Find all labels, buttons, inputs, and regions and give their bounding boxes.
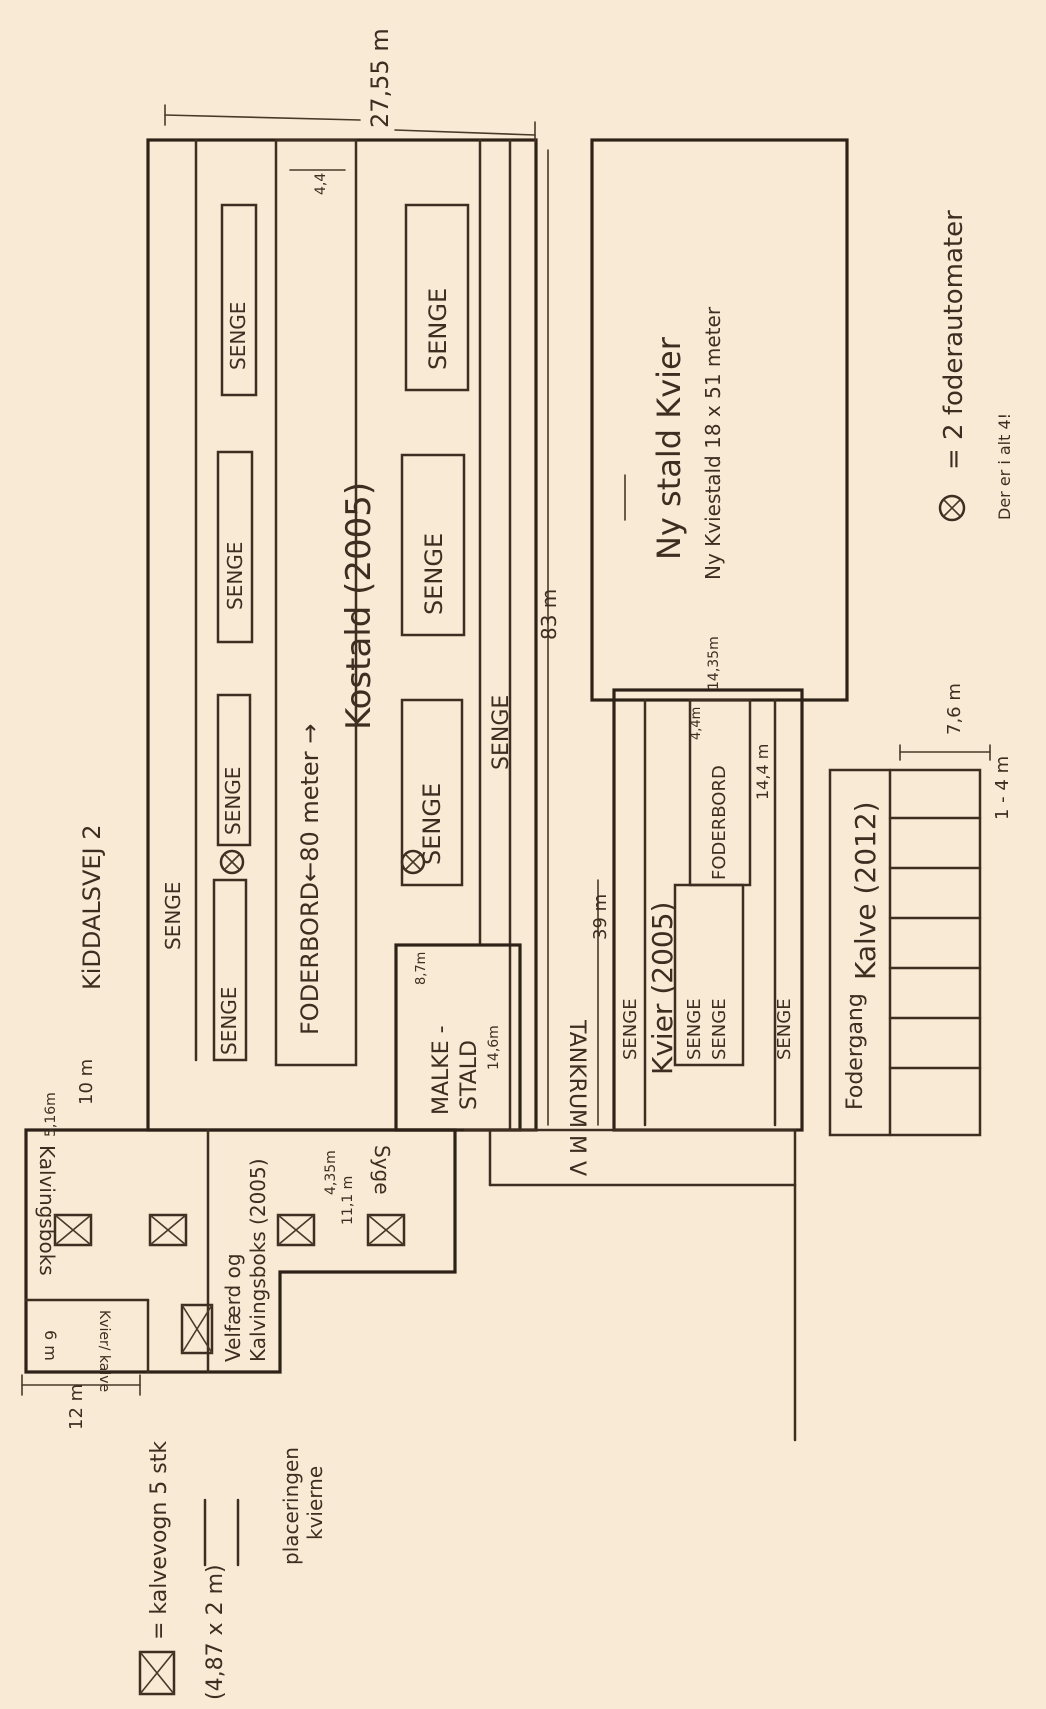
senge-label: SENGE [620, 998, 641, 1060]
senge-label: SENGE [418, 783, 446, 865]
malkestald-room [394, 943, 522, 1132]
senge-label: SENGE [226, 302, 250, 370]
legend-kalvevogn-size: (4,87 x 2 m) [203, 1564, 228, 1700]
dim-foder-4-4: 4,4 [313, 173, 329, 195]
legend-placering-2: kvierne [303, 1466, 327, 1540]
kvier-foderbord-dim: 14,4 m [753, 744, 772, 800]
legend-automat-note: Der er i alt 4! [995, 413, 1014, 520]
senge-label: SENGE [709, 998, 730, 1060]
malkestald-label-1: MALKE - [429, 1025, 454, 1115]
kostald-length-dim: 83 m [537, 589, 561, 640]
kostald-title: Kostald (2005) [339, 482, 379, 730]
kvier-feed-dim: 4,4m [689, 707, 704, 740]
senge-label: SENGE [684, 998, 705, 1060]
legend-automat-text: = 2 foderautomater [939, 210, 969, 470]
kvier-title: Kvier (2005) [646, 902, 679, 1075]
left-block [24, 1128, 457, 1374]
ny-stald-subtitle: Ny Kviestald 18 x 51 meter [701, 306, 725, 580]
kostald-foderbord-label: FODERBORD←80 meter → [296, 724, 324, 1035]
senge-label: SENGE [217, 987, 241, 1055]
senge-label: SENGE [420, 533, 448, 615]
velfaerd-label-1: Velfærd og [221, 1253, 245, 1362]
kalvevogn-box [276, 1213, 316, 1247]
kalvingsboks-dim: 5,16m [43, 1092, 59, 1137]
tankrum-area [463, 1128, 797, 1442]
kvier-kalve-label: Kvier/ kalve [96, 1310, 112, 1392]
malkestald-depth-dim: 8,7m [414, 952, 429, 985]
senge-label: SENGE [221, 767, 245, 835]
kvier-building [612, 688, 804, 1132]
senge-label: SENGE [161, 882, 185, 950]
foderautomat-icon [219, 849, 245, 875]
kalve-fodergang-label: Fodergang [843, 993, 868, 1110]
kalve-building [828, 744, 991, 1137]
senge-label: SENGE [223, 542, 247, 610]
kalve-length-dim: 7,6 m [944, 683, 965, 735]
dim-12m: 12 m [66, 1384, 87, 1430]
kvier-length-dim: 39 m [590, 894, 611, 940]
kvier-foderbord-label: FODERBORD [709, 765, 730, 880]
road-label: KiDDALSVEJ 2 [78, 824, 106, 990]
kvier-kalve-dim: 6 m [41, 1330, 60, 1361]
velfaerd-dim: 11,1 m [340, 1176, 356, 1225]
foderautomat-icon [400, 849, 426, 875]
malkestald-width-dim: 14,6m [486, 1025, 502, 1070]
legend-automat-icon [938, 494, 966, 522]
dim-kostald-width: 27,55 m [366, 28, 394, 128]
senge-label: SENGE [774, 998, 795, 1060]
legend-placering-1: placeringen [279, 1447, 303, 1565]
kalvevogn-box [366, 1213, 406, 1247]
syge-dim: 4,35m [323, 1150, 339, 1195]
ny-stald-title: Ny stald Kvier [650, 336, 688, 560]
kalvingsboks-label: Kalvingsboks [35, 1145, 59, 1276]
velfaerd-label-2: Kalvingsboks (2005) [246, 1158, 270, 1362]
legend-kalvevogn-icon [138, 1650, 176, 1696]
kostald-left-dim: 10 m [76, 1059, 97, 1105]
dim-27-55 [164, 104, 536, 143]
ny-stald-dim: 14,35m [706, 636, 722, 690]
senge-label: SENGE [489, 695, 514, 770]
kalvevogn-box [180, 1303, 214, 1355]
malkestald-label-2: STALD [457, 1040, 482, 1110]
kalve-scale-dim: 1 - 4 m [992, 756, 1013, 820]
kalve-title: Kalve (2012) [849, 801, 882, 980]
syge-label: Syge [370, 1145, 394, 1195]
tankrum-label: TANKRUM M V [564, 1019, 589, 1176]
kalvevogn-box [148, 1213, 188, 1247]
senge-label: SENGE [424, 288, 452, 370]
kalvevogn-box [53, 1213, 93, 1247]
legend-kalvevogn-text: = kalvevogn 5 stk [147, 1441, 172, 1640]
